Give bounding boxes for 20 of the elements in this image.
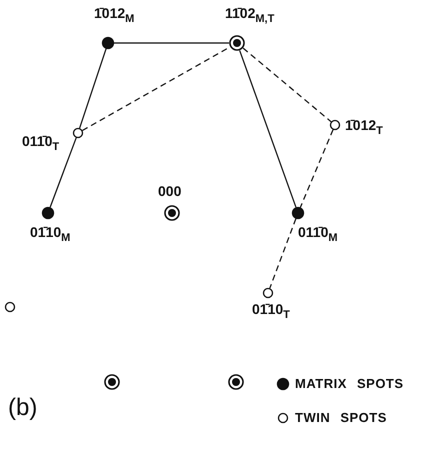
solid-line: [114, 42, 229, 44]
dashed-line: [242, 48, 332, 122]
spot-index-label: 01̄10$_{M}$: [30, 224, 70, 240]
open-spot: [4, 301, 16, 313]
solid-line: [79, 48, 107, 128]
dashed-line: [300, 129, 334, 208]
dashed-line: [269, 218, 296, 289]
spot-index-label: 011̄0$_{M}$: [298, 224, 338, 240]
spot-index-label: 01̄10$_{T}$: [252, 301, 290, 317]
ringed-spot: [227, 373, 245, 391]
legend-text: TWIN SPOTS: [295, 410, 387, 426]
panel-label: (b): [8, 395, 38, 421]
spot-index-label: 1̄012$_{M}$: [94, 5, 134, 21]
solid-line: [239, 50, 297, 208]
spot-index-label: 011̄0$_{T}$: [22, 133, 60, 149]
spot-index-label: 1̄012$_{T}$: [345, 117, 383, 133]
legend-text: MATRIX SPOTS: [295, 376, 404, 392]
solid-line: [50, 137, 77, 208]
ringed-spot: [103, 373, 121, 391]
spot-index-label: 000: [158, 183, 182, 199]
